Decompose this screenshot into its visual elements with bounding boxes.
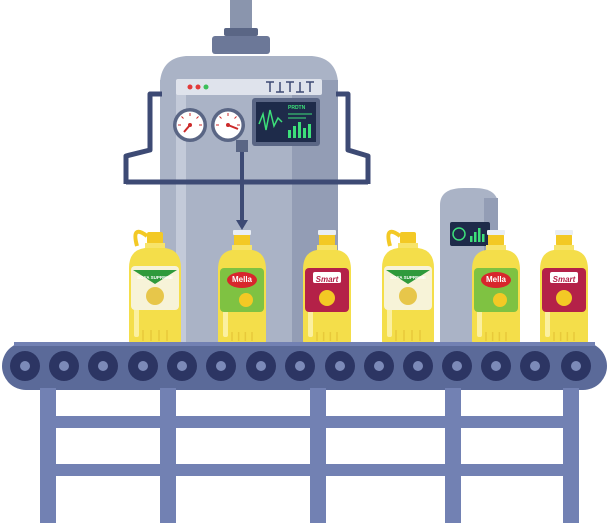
conveyor-roller-hub	[571, 361, 581, 371]
conveyor-roller-hub	[59, 361, 69, 371]
bottle-cap	[488, 234, 504, 246]
label-seed-graphic	[399, 287, 417, 305]
label-logo-oval	[227, 272, 257, 288]
control-strip	[176, 79, 322, 95]
bottle-neck	[398, 243, 418, 249]
conveyor-roller-hub	[530, 361, 540, 371]
indicator-light-green	[203, 84, 209, 90]
bottle-neck	[317, 245, 337, 251]
bottle-cap	[234, 234, 250, 246]
conveyor-roller-hub	[295, 361, 305, 371]
oil-bottle-smart: Smart	[540, 230, 588, 345]
label-band	[133, 270, 177, 284]
label-sunflower-graphic	[239, 293, 253, 307]
bottle-cap-top	[233, 230, 251, 235]
oil-bottles: SOYA SUPREME Mella Smart SOYA SUPREME Mella S…	[129, 229, 588, 345]
conveyor-roller-hub	[256, 361, 266, 371]
bottle-handle	[133, 229, 149, 247]
bottle-brand-text: Smart	[316, 275, 339, 284]
bottle-cap-top	[318, 230, 336, 235]
indicator-light-red	[187, 84, 193, 90]
bottle-brand-text: SOYA SUPREME	[390, 275, 426, 280]
bottle-neck	[554, 245, 574, 251]
right-side-pipe	[336, 91, 371, 184]
oil-bottle-soya: SOYA SUPREME	[129, 229, 181, 345]
bottle-cap	[147, 232, 163, 244]
strip-switches	[266, 81, 314, 93]
conveyor-roller-hub	[452, 361, 462, 371]
label-logo-box	[550, 272, 578, 283]
label-band	[386, 270, 430, 284]
bottle-cap-top	[555, 230, 573, 235]
label-seed-graphic	[146, 287, 164, 305]
bottle-handle	[386, 229, 402, 247]
panel-display-text: PRDTN	[288, 105, 306, 111]
indicator-light-red-2	[195, 84, 201, 90]
nozzle-mount	[236, 140, 248, 152]
conveyor-roller-hub	[20, 361, 30, 371]
label-seed-graphic	[556, 290, 572, 306]
label-sunflower-graphic	[493, 293, 507, 307]
pressure-gauge-left	[173, 108, 207, 142]
oil-bottle-mella: Mella	[218, 230, 266, 345]
conveyor-belt-top-edge	[14, 342, 595, 346]
conveyor-rollers	[10, 351, 591, 381]
bottle-neck	[232, 245, 252, 251]
pipe-flange	[212, 36, 270, 54]
filling-nozzle	[236, 220, 248, 230]
oil-bottle-mella: Mella	[472, 230, 520, 345]
conveyor-roller-hub	[177, 361, 187, 371]
conveyor-roller-hub	[138, 361, 148, 371]
conveyor-frame	[40, 388, 579, 523]
bottle-neck	[486, 245, 506, 251]
label-logo-oval	[481, 272, 511, 288]
bottle-brand-text: SOYA SUPREME	[137, 275, 173, 280]
bottle-cap	[556, 234, 572, 246]
conveyor-roller-hub	[491, 361, 501, 371]
oil-bottle-soya: SOYA SUPREME	[382, 229, 434, 345]
machine-top-cap	[160, 56, 338, 82]
bottle-cap	[319, 234, 335, 246]
bottle-neck	[145, 243, 165, 249]
bottle-cap-top	[487, 230, 505, 235]
capping-dial-icon	[452, 227, 466, 241]
label-logo-box	[313, 272, 341, 283]
left-side-pipe	[123, 91, 162, 184]
bottle-cap	[400, 232, 416, 244]
machine-body-highlight	[176, 80, 186, 348]
pipe-collar	[224, 28, 258, 36]
capping-level-bars	[470, 228, 485, 242]
conveyor-roller-hub	[335, 361, 345, 371]
bottle-brand-text: Smart	[553, 275, 576, 284]
pressure-gauge-right	[211, 108, 245, 142]
panel-level-bars	[288, 122, 311, 138]
label-seed-graphic	[319, 290, 335, 306]
conveyor-roller-hub	[413, 361, 423, 371]
bottle-brand-text: Mella	[486, 275, 507, 284]
waveform-line	[258, 109, 283, 131]
conveyor-roller-hub	[216, 361, 226, 371]
top-feed-pipe	[230, 0, 252, 30]
conveyor-roller-hub	[98, 361, 108, 371]
conveyor-roller-hub	[374, 361, 384, 371]
bottle-brand-text: Mella	[232, 275, 253, 284]
panel-readout-lines	[288, 113, 312, 119]
oil-bottle-smart: Smart	[303, 230, 351, 345]
